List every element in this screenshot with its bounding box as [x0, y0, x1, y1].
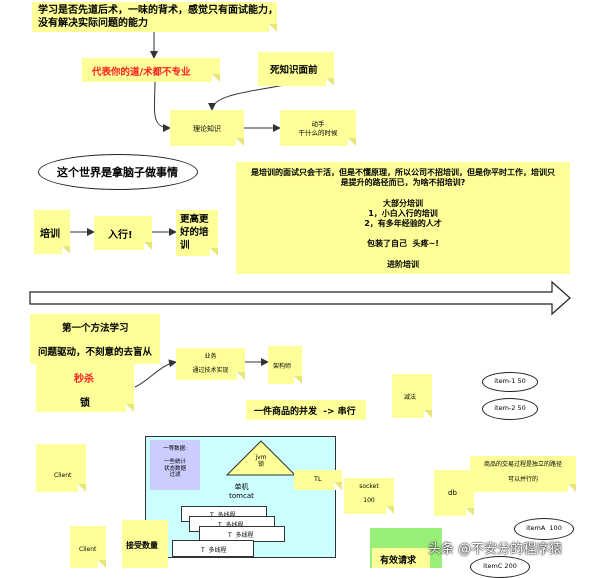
item-c-text: itemC 200 — [483, 562, 517, 570]
note-genghao-text: 更高更 好的培 训 — [180, 214, 209, 251]
tomcat-text: 单机 tomcat — [229, 483, 254, 500]
arrow-deadknowledge-to-theory — [208, 82, 293, 111]
big-arrow — [29, 280, 571, 316]
item-c-ellipse: itemC 200 — [470, 556, 530, 578]
note-theory: 理论知识 — [170, 110, 244, 146]
item-1-ellipse: item-1 50 — [482, 372, 538, 392]
note-dao-shu-text: 代表你的道/术都不专业 — [92, 67, 191, 78]
note-jianfa-text: 减法 — [404, 394, 417, 401]
note-dead-knowledge-text: 死知识面前 — [270, 65, 318, 76]
note-tl: TL — [294, 470, 342, 490]
watermark: 头条 @不安分的程序猿 — [428, 542, 563, 557]
note-concurrency-text: 一件商品的并发 -> 串行 — [254, 407, 356, 417]
note-youxiao-text: 有效请求 — [380, 556, 417, 566]
note-jianfa: 减法 — [392, 374, 432, 418]
note-ruhang: 入行! — [94, 216, 152, 250]
note-jieshou: 接受数量 — [122, 520, 168, 568]
note-tl-text: TL — [314, 475, 322, 483]
note-db-text: db — [448, 489, 457, 497]
world-ellipse-text: 这个世界是拿脑子做事情 — [57, 166, 178, 179]
note-hands-on-text: 动手 干什么的时候 — [298, 120, 338, 137]
thread-4-text: T 多线程 — [201, 547, 227, 554]
note-client-2: Client — [70, 526, 106, 568]
world-ellipse: 这个世界是拿脑子做事情 — [38, 154, 198, 190]
note-genghao: 更高更 好的培 训 — [176, 210, 218, 256]
item-2-ellipse: item-2 50 — [482, 398, 538, 420]
note-peixun-text: 培训 — [40, 229, 60, 240]
note-first-method: 第一个方法学习 问题驱动，不刻意的去盲从 — [30, 314, 160, 364]
note-miaosha-text: 秒杀 — [74, 374, 94, 385]
note-miaosha-suo: 秒杀 锁 — [36, 364, 134, 412]
note-hands-on: 动手 干什么的时候 — [280, 110, 356, 146]
note-one-data-text: 一等数据: 一些统计 状态数据 过滤 — [163, 446, 187, 478]
note-training: 是培训的面试只会干活，但是不懂原理，所以公司不招培训，但是你平时工作，培训只 是… — [236, 162, 570, 274]
note-shangpin-text: 商品的交易过程是独立的路径 可以并行的 — [483, 461, 562, 483]
item-a-text: itemA 100 — [526, 524, 562, 532]
note-dao-shu: 代表你的道/术都不专业 — [82, 58, 220, 82]
note-yewu: 业务 通过技术实现 — [176, 348, 245, 380]
note-first-method-text: 第一个方法学习 — [62, 323, 129, 334]
thread-1-text: T 多线程 — [210, 510, 235, 519]
note-top-question-text: 学习是否先道后术，一味的背术，感觉只有面试能力， 没有解决实际问题的能力 — [38, 5, 278, 29]
item-1-text: item-1 50 — [494, 377, 526, 385]
note-shangpin: 商品的交易过程是独立的路径 可以并行的 — [470, 456, 576, 492]
note-yewu-text: 业务 通过技术实现 — [192, 353, 229, 374]
note-jiagou: 架构师 — [268, 346, 302, 384]
thread-2-text: T 多线程 — [218, 520, 243, 529]
note-concurrency: 一件商品的并发 -> 串行 — [246, 400, 366, 420]
thread-box-4: T 多线程 — [172, 540, 254, 557]
note-peixun: 培训 — [34, 210, 70, 254]
jvm-triangle — [226, 440, 296, 476]
note-theory-text: 理论知识 — [193, 125, 221, 133]
arrow-daoshu-to-theory — [153, 79, 171, 132]
note-client-2-text: Client — [79, 546, 97, 553]
item-a-ellipse: itemA 100 — [514, 518, 574, 540]
note-one-data: 一等数据: 一些统计 状态数据 过滤 — [150, 440, 200, 490]
note-jiagou-text: 架构师 — [273, 363, 292, 370]
thread-3-text: T 多线程 — [228, 532, 254, 539]
note-jieshou-text: 接受数量 — [126, 541, 158, 550]
note-client-1: Client — [36, 444, 86, 492]
item-2-text: item-2 50 — [494, 404, 526, 412]
note-dead-knowledge: 死知识面前 — [258, 52, 334, 86]
note-socket: socket 100 — [344, 478, 394, 514]
note-db: db — [434, 470, 474, 516]
note-training-text: 是培训的面试只会干活，但是不懂原理，所以公司不招培训，但是你平时工作，培训只 是… — [251, 168, 555, 269]
jvm-text: jvm 锁 — [255, 454, 267, 468]
note-problem-driven-text: 问题驱动，不刻意的去盲从 — [38, 347, 153, 358]
note-youxiao: 有效请求 — [372, 548, 430, 568]
note-top-question: 学习是否先道后术，一味的背术，感觉只有面试能力， 没有解决实际问题的能力 — [32, 2, 278, 32]
note-socket-text: socket 100 — [359, 483, 379, 504]
note-client-1-text: Client — [54, 472, 72, 479]
note-ruhang-text: 入行! — [108, 230, 133, 241]
arrow-miaosha-to-yewu — [134, 359, 177, 388]
note-suo-text: 锁 — [80, 398, 90, 409]
